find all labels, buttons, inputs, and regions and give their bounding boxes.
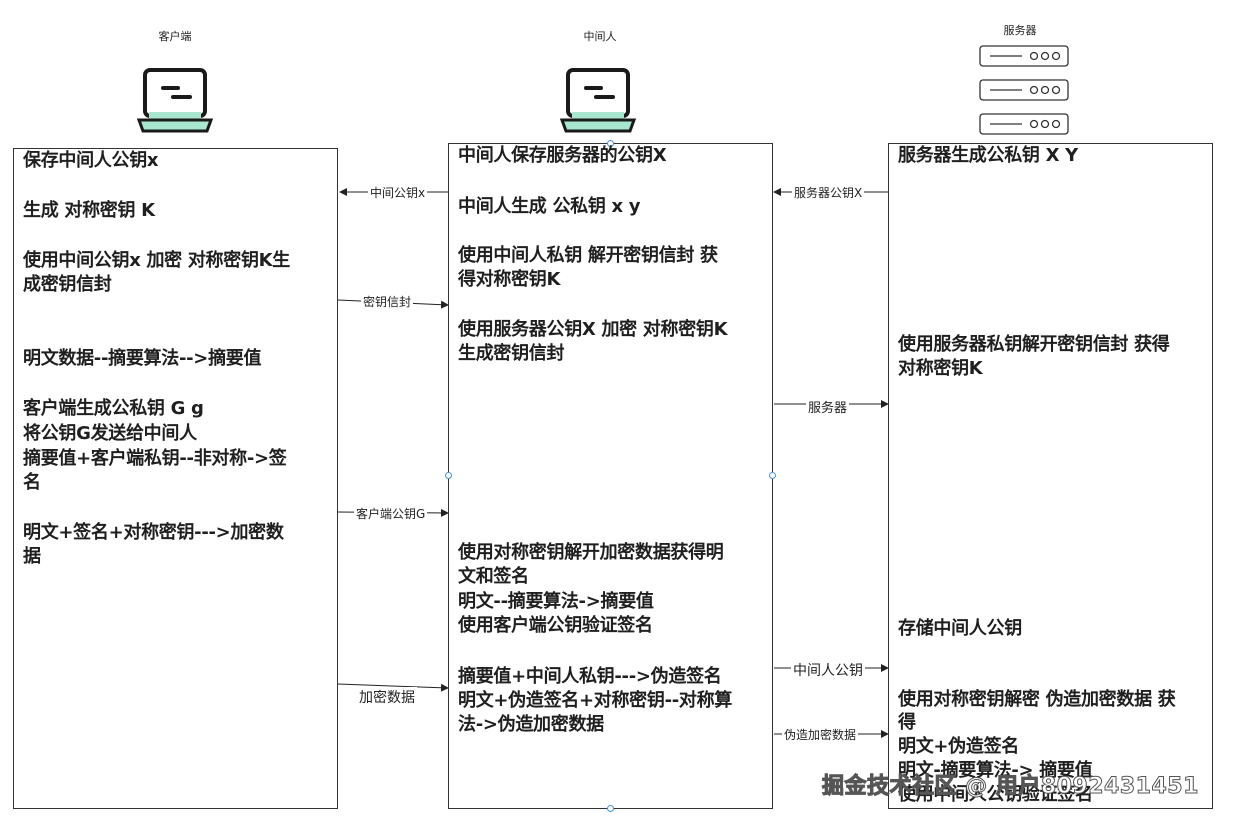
mitm-line: 使用对称密钥解开加密数据获得明: [458, 542, 724, 563]
connector-label: 伪造加密数据: [782, 726, 859, 743]
mitm-line: 法->伪造加密数据: [458, 714, 604, 735]
watermark: 掘金技术社区 @ 用户8092431451: [822, 774, 1199, 800]
client-line: 生成 对称密钥 K: [23, 200, 155, 221]
resize-handle-top[interactable]: [607, 140, 614, 147]
server-rack-icon: [979, 45, 1069, 135]
server-line: 使用中间人公钥验证签名: [898, 784, 1093, 805]
mitm-line: 使用中间人私钥 解开密钥信封 获: [458, 245, 718, 266]
mitm-line: 中间人生成 公私钥 x y: [458, 196, 641, 217]
client-line: 将公钥G发送给中间人: [23, 423, 197, 444]
server-line: 明文-摘要算法-> 摘要值: [898, 760, 1093, 781]
connector-label: 客户端公钥G: [354, 505, 428, 522]
client-line: 明文数据--摘要算法-->摘要值: [23, 348, 262, 369]
server-line: 对称密钥K: [898, 358, 983, 379]
server-line: 服务器生成公私钥 X Y: [898, 145, 1078, 166]
mitm-line: 使用服务器公钥X 加密 对称密钥K: [458, 319, 728, 340]
connector-label: 加密数据: [357, 687, 417, 707]
server-panel: [888, 143, 1213, 809]
connector-label: 中间人公钥: [791, 660, 865, 680]
client-title: 客户端: [158, 30, 192, 43]
server-line: 使用服务器私钥解开密钥信封 获得: [898, 334, 1170, 355]
mitm-line: 摘要值+中间人私钥--->伪造签名: [458, 666, 722, 687]
mitm-line: 得对称密钥K: [458, 269, 561, 290]
mitm-panel: [448, 143, 773, 809]
server-title: 服务器: [1003, 24, 1037, 37]
client-line: 名: [23, 472, 41, 493]
mitm-line: 明文--摘要算法->摘要值: [458, 591, 654, 612]
mitm-line: 明文+伪造签名+对称密钥--对称算: [458, 690, 733, 711]
resize-handle-left[interactable]: [445, 472, 452, 479]
client-line: 客户端生成公私钥 G g: [23, 398, 204, 419]
connector-label: 服务器: [806, 397, 850, 416]
server-line: 明文+伪造签名: [898, 736, 1019, 757]
client-line: 成密钥信封: [23, 274, 112, 295]
server-line: 存储中间人公钥: [898, 618, 1022, 639]
client-line: 保存中间人公钥x: [23, 150, 159, 171]
mitm-line: 文和签名: [458, 566, 529, 587]
client-line: 据: [23, 546, 41, 567]
client-laptop-icon: [136, 68, 214, 133]
mitm-line: 中间人保存服务器的公钥X: [458, 145, 667, 166]
client-line: 摘要值+客户端私钥--非对称->签: [23, 448, 287, 469]
mitm-line: 使用客户端公钥验证签名: [458, 615, 653, 636]
mitm-title: 中间人: [583, 30, 617, 43]
resize-handle-right[interactable]: [769, 472, 776, 479]
resize-handle-bottom[interactable]: [607, 805, 614, 812]
mitm-line: 生成密钥信封: [458, 343, 565, 364]
connector-label: 中间公钥x: [368, 184, 428, 201]
connector-label: 密钥信封: [361, 293, 414, 310]
client-line: 明文+签名+对称密钥--->加密数: [23, 522, 284, 543]
server-line: 使用对称密钥解密 伪造加密数据 获: [898, 689, 1176, 710]
client-panel: [13, 148, 338, 809]
connector-label: 服务器公钥X: [792, 184, 865, 201]
mitm-laptop-icon: [559, 68, 637, 133]
client-line: 使用中间公钥x 加密 对称密钥K生: [23, 250, 290, 271]
server-line: 得: [898, 712, 916, 733]
